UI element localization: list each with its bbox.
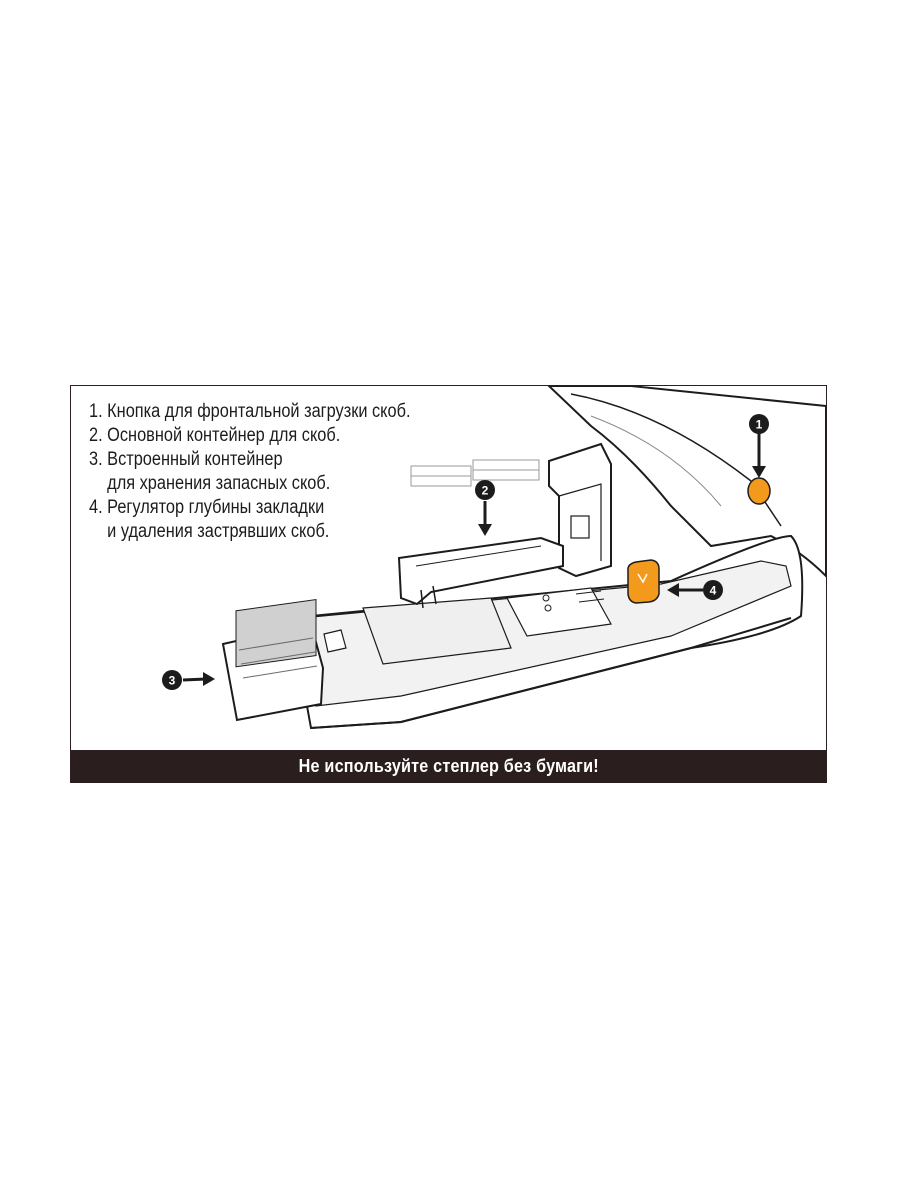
callout-arrow-2: [478, 501, 492, 536]
callout-arrow-3: [182, 672, 215, 686]
regulator-dot-2: [544, 604, 552, 612]
legend-list: 1. Кнопка для фронтальной загрузки скоб.…: [89, 400, 411, 544]
callout-number-1: 1: [756, 418, 763, 432]
legend-item: 2. Основной контейнер для скоб.: [89, 425, 341, 446]
warning-bar: Не используйте степлер без бумаги!: [71, 750, 826, 782]
arm-contour: [570, 393, 782, 527]
regulator-dot-1: [542, 594, 550, 602]
legend-item: 3. Встроенный контейнер: [89, 449, 283, 470]
stapler-illustration: 1 2 3 4: [162, 386, 826, 730]
arm-contour-inner: [590, 415, 722, 507]
base-lower-edge: [310, 617, 792, 729]
staple-container-latch: [548, 442, 612, 578]
callout-badge-2: 2: [475, 480, 495, 500]
callout-number-2: 2: [482, 484, 489, 498]
callout-badge-1: 1: [749, 414, 769, 434]
instruction-panel: 1 2 3 4 1. Кнопка для фронтальной загруз…: [70, 385, 827, 783]
paper-plate: [362, 597, 512, 665]
callout-arrow-4: [667, 583, 703, 597]
legend-item: 1. Кнопка для фронтальной загрузки скоб.: [89, 401, 411, 422]
main-staple-magazine: [397, 536, 564, 606]
warning-text: Не используйте степлер без бумаги!: [298, 755, 599, 776]
legend-item: 4. Регулятор глубины закладки: [89, 497, 325, 518]
legend-item: и удаления застрявших скоб.: [89, 521, 330, 542]
front-load-button: [747, 477, 771, 505]
callout-badge-3: 3: [162, 670, 182, 690]
callout-number-3: 3: [169, 674, 176, 688]
staple-refills: [410, 459, 540, 487]
callout-arrow-1: [752, 433, 766, 478]
callout-badge-4: 4: [703, 580, 723, 600]
spare-staples-stack: [235, 598, 317, 668]
regulator-panel: [506, 587, 612, 637]
callout-number-4: 4: [710, 584, 717, 598]
legend-item: для хранения запасных скоб.: [89, 473, 331, 494]
